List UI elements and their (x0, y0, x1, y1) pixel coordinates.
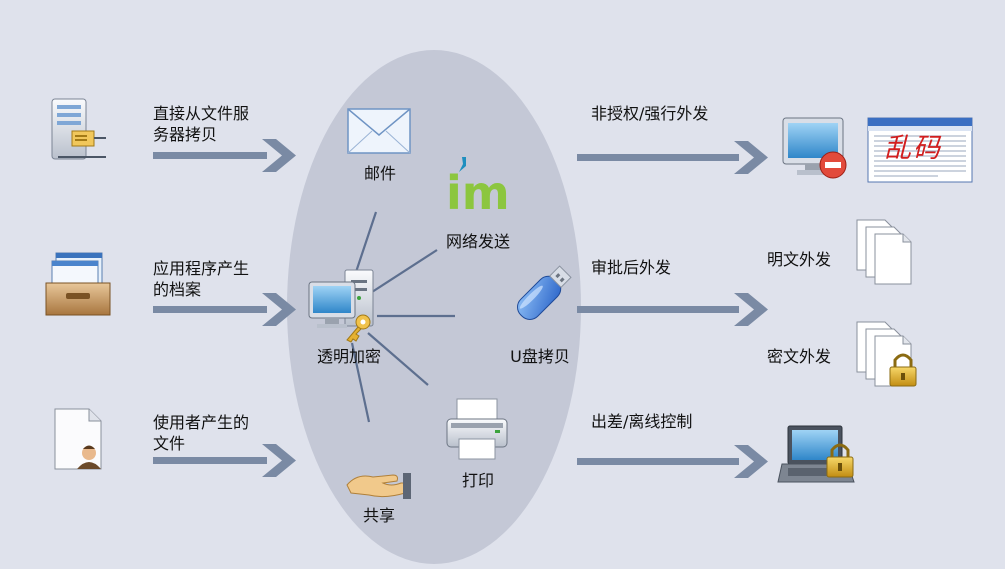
output-label-approved: 审批后外发 (591, 258, 672, 277)
channel-label-email: 邮件 (363, 164, 397, 183)
locked-laptop-icon (777, 425, 855, 483)
output-arrows (577, 141, 768, 478)
user-document-icon (54, 408, 102, 470)
output-label-offline: 出差/离线控制 (591, 412, 693, 431)
output-label-unauthorized: 非授权/强行外发 (591, 104, 709, 123)
result-label-plaintext: 明文外发 (767, 250, 832, 269)
printer-icon (446, 398, 508, 460)
output-arrow-2 (577, 293, 768, 326)
usb-drive-icon (517, 265, 572, 320)
source-label-file-server: 直接从文件服务器拷贝 (153, 104, 250, 144)
output-arrow-1 (577, 141, 768, 174)
input-arrow-3 (153, 444, 296, 477)
channel-label-share: 共享 (362, 506, 396, 525)
result-label-ciphertext: 密文外发 (767, 347, 832, 366)
channel-label-network: 网络发送 (445, 232, 511, 251)
channel-label-usb: U盘拷贝 (510, 347, 570, 366)
locked-documents-icon (856, 321, 917, 387)
im-icon: im (446, 157, 510, 220)
channel-label-print: 打印 (461, 471, 495, 490)
output-arrow-3 (577, 445, 768, 478)
computer-key-icon (308, 269, 374, 343)
source-label-user: 使用者产生的文件 (153, 413, 250, 453)
input-arrow-2 (153, 293, 296, 326)
file-server-icon (51, 98, 106, 160)
garbled-text: 乱码 (884, 133, 942, 164)
input-arrow-1 (153, 139, 296, 172)
handshake-icon (346, 473, 411, 499)
hub-label: 透明加密 (316, 347, 382, 366)
garbled-window (867, 117, 973, 183)
source-label-application: 应用程序产生的档案 (153, 259, 250, 299)
hub-spokes (350, 211, 455, 423)
document-tray-icon (45, 252, 111, 316)
input-arrows (153, 139, 296, 477)
svg-text:im: im (446, 166, 510, 220)
plain-documents-icon (856, 219, 912, 285)
envelope-icon (347, 108, 411, 154)
monitor-blocked-icon (782, 117, 847, 179)
